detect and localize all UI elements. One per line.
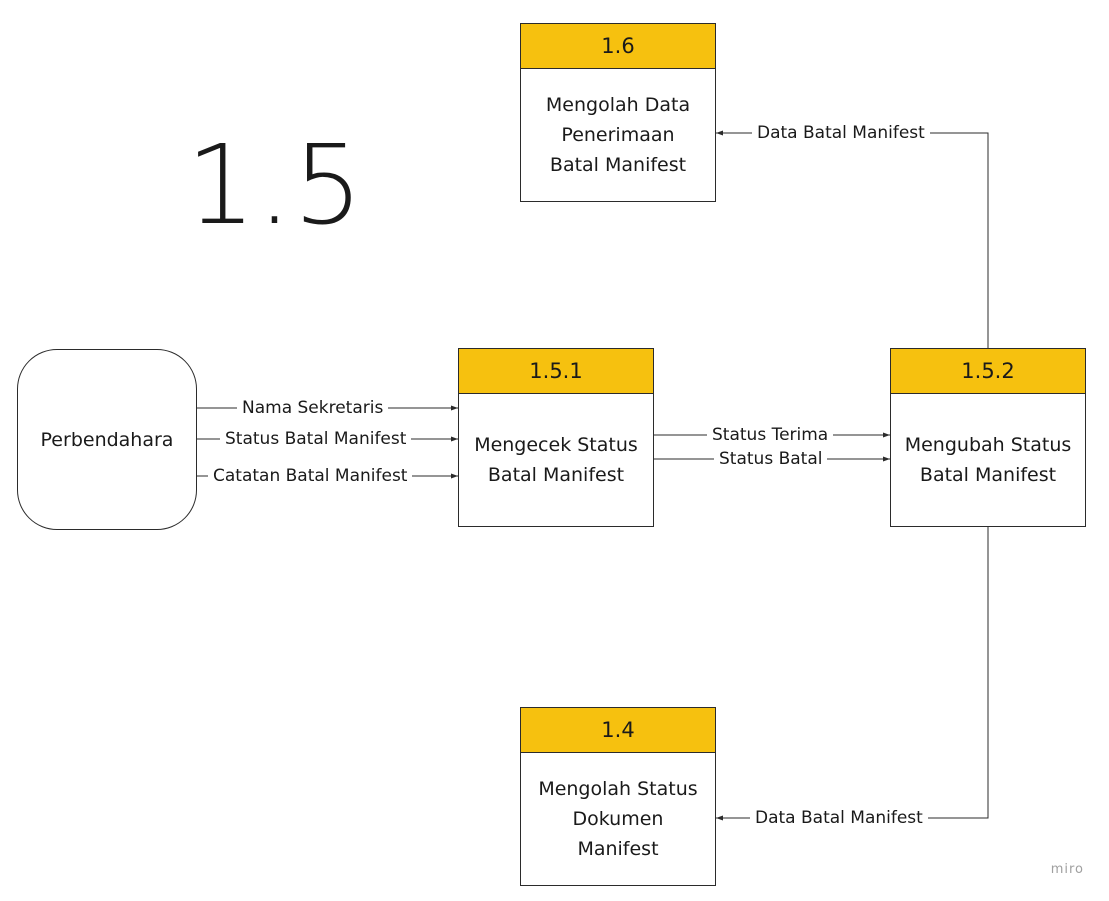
process-1-5-2: 1.5.2 Mengubah Status Batal Manifest: [890, 348, 1086, 527]
flow-data-batal-to-14-line: [716, 527, 989, 821]
process-label: Mengecek Status Batal Manifest: [474, 433, 638, 486]
flow-data-batal-to-16-line: [716, 130, 989, 348]
process-1-6: 1.6 Mengolah Data Penerimaan Batal Manif…: [520, 23, 716, 202]
process-id: 1.6: [521, 24, 715, 69]
process-id: 1.5.1: [459, 349, 653, 394]
external-entity-perbendahara: Perbendahara: [17, 349, 197, 530]
process-label: Mengolah Status Dokumen Manifest: [538, 777, 698, 860]
flow-label-data-batal-to-1-6: Data Batal Manifest: [752, 123, 930, 143]
miro-watermark: miro: [1050, 862, 1084, 877]
process-id: 1.5.2: [891, 349, 1085, 394]
process-id: 1.4: [521, 708, 715, 753]
process-label: Mengolah Data Penerimaan Batal Manifest: [545, 93, 691, 176]
flow-label-status-batal: Status Batal: [714, 449, 828, 469]
flow-label-status-batal-manifest: Status Batal Manifest: [220, 429, 412, 449]
flow-label-status-terima: Status Terima: [707, 425, 834, 445]
process-1-4: 1.4 Mengolah Status Dokumen Manifest: [520, 707, 716, 886]
process-label: Mengubah Status Batal Manifest: [904, 433, 1072, 486]
flow-label-data-batal-to-1-4: Data Batal Manifest: [750, 808, 928, 828]
diagram-title: 1.5: [186, 121, 364, 249]
flow-label-nama-sekretaris: Nama Sekretaris: [237, 398, 389, 418]
flow-label-catatan-batal-manifest: Catatan Batal Manifest: [208, 466, 413, 486]
process-1-5-1: 1.5.1 Mengecek Status Batal Manifest: [458, 348, 654, 527]
